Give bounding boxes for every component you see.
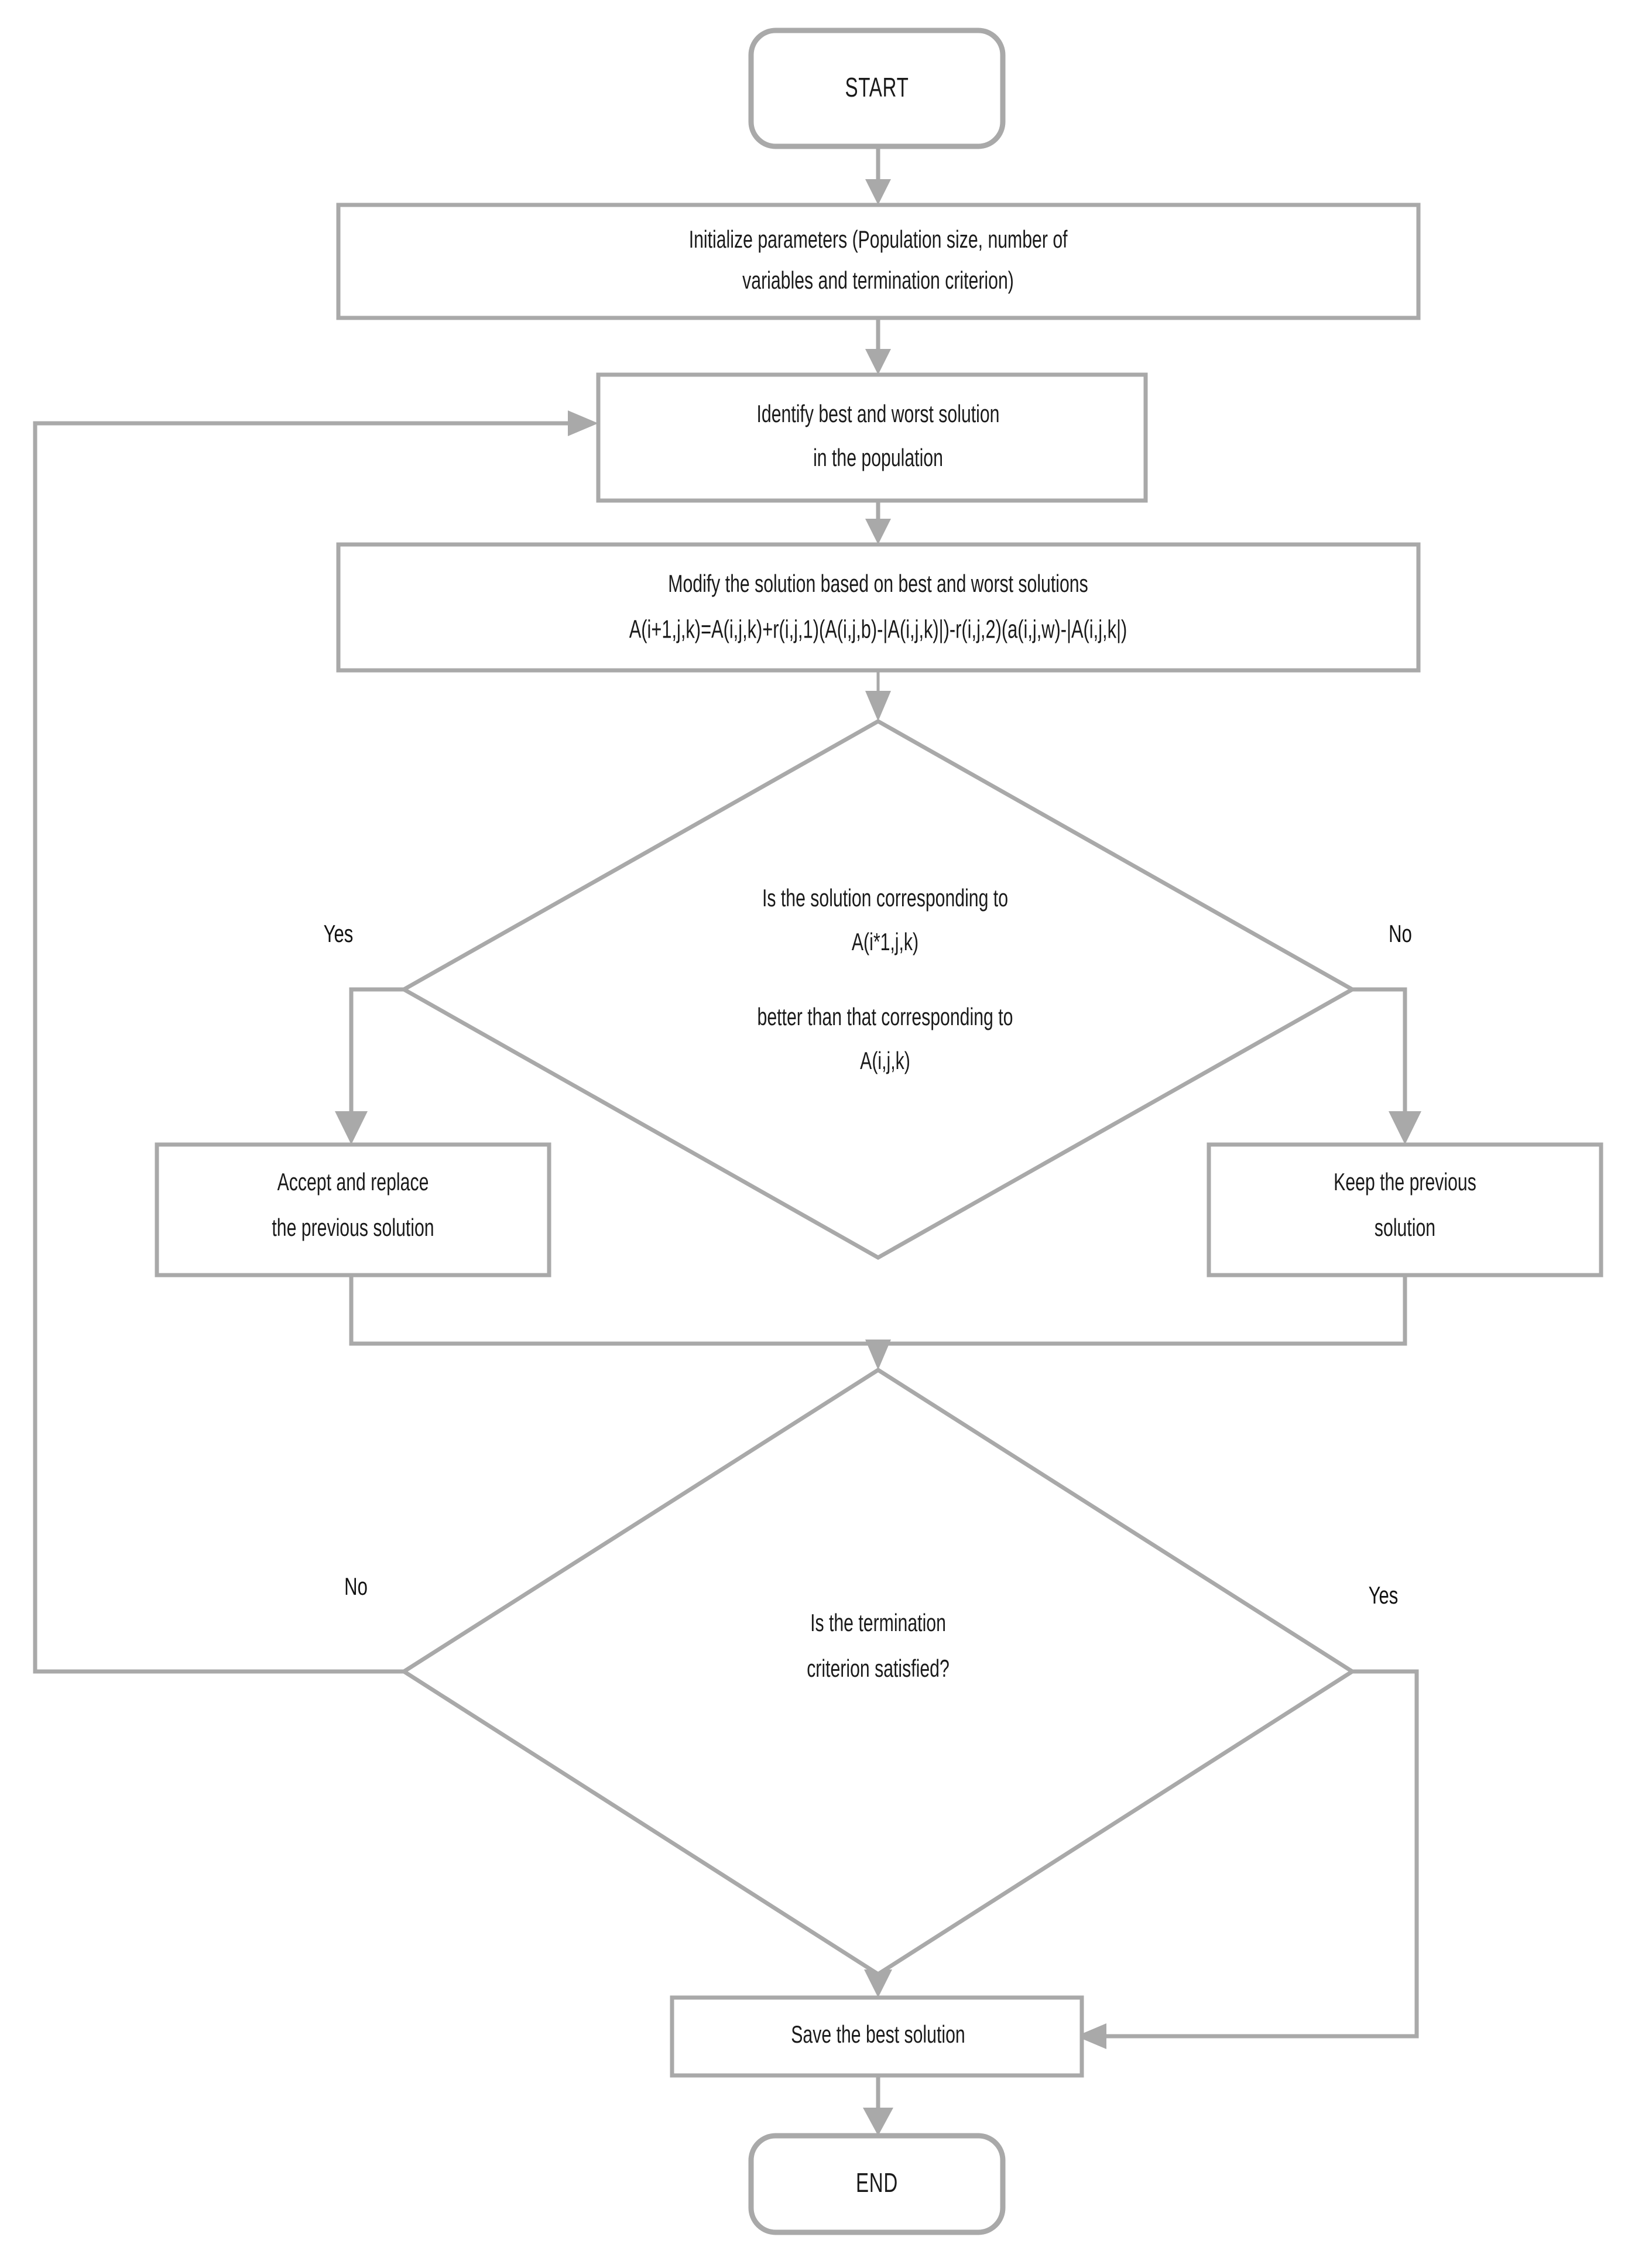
node-decision-terminate-line1: Is the termination bbox=[810, 1609, 946, 1636]
edge-decision-better-yes bbox=[335, 987, 404, 1145]
edge-label-terminate-no: No bbox=[344, 1573, 368, 1601]
node-end[interactable]: END bbox=[748, 2133, 1006, 2235]
node-decision-better-line4: A(i,j,k) bbox=[860, 1047, 910, 1074]
node-modify-line1: Modify the solution based on best and wo… bbox=[668, 570, 1088, 597]
node-decision-terminate-line2: criterion satisfied? bbox=[807, 1654, 950, 1682]
node-identify[interactable]: Identify best and worst solution in the … bbox=[596, 372, 1148, 503]
node-keep-line1: Keep the previous bbox=[1334, 1168, 1476, 1195]
edge-label-better-no: No bbox=[1389, 920, 1412, 948]
node-initialize-line1: Initialize parameters (Population size, … bbox=[689, 225, 1068, 253]
node-accept[interactable]: Accept and replace the previous solution bbox=[155, 1142, 551, 1277]
node-keep[interactable]: Keep the previous solution bbox=[1207, 1142, 1603, 1277]
edge-label-terminate-yes: Yes bbox=[1369, 1582, 1399, 1609]
edge-merge-to-decision-terminate bbox=[865, 1340, 891, 1370]
node-initialize[interactable]: Initialize parameters (Population size, … bbox=[336, 203, 1421, 320]
edge-initialize-to-identify bbox=[865, 318, 891, 375]
node-start[interactable]: START bbox=[748, 28, 1006, 149]
node-decision-terminate[interactable]: Is the termination criterion satisfied? bbox=[400, 1367, 1356, 1977]
node-decision-better-line3: better than that corresponding to bbox=[758, 1003, 1013, 1030]
node-keep-line2: solution bbox=[1375, 1214, 1435, 1241]
edge-keep-to-merge bbox=[878, 1275, 1407, 1346]
node-identify-line1: Identify best and worst solution bbox=[757, 400, 1000, 427]
edge-decision-better-no bbox=[1352, 987, 1421, 1145]
edge-modify-to-decision-better bbox=[865, 670, 891, 721]
node-modify-formula: A(i+1,j,k)=A(i,j,k)+r(i,j,1)(A(i,j,b)-|A… bbox=[629, 615, 1127, 644]
edge-decision-terminate-no-loop bbox=[33, 410, 598, 1674]
node-initialize-line2: variables and termination criterion) bbox=[742, 266, 1014, 294]
node-accept-line1: Accept and replace bbox=[277, 1168, 429, 1195]
edge-decision-terminate-yes bbox=[1076, 1669, 1419, 2049]
node-decision-better-line2: A(i*1,j,k) bbox=[852, 928, 918, 955]
node-decision-better[interactable]: Is the solution corresponding to A(i*1,j… bbox=[399, 718, 1357, 1260]
node-end-label: END bbox=[856, 2169, 898, 2198]
edge-accept-to-merge bbox=[349, 1275, 878, 1346]
node-save[interactable]: Save the best solution bbox=[670, 1995, 1084, 2078]
node-save-label: Save the best solution bbox=[791, 2020, 965, 2048]
edge-label-better-yes: Yes bbox=[324, 920, 354, 948]
edge-identify-to-modify bbox=[865, 501, 891, 544]
node-identify-line2: in the population bbox=[813, 444, 943, 471]
node-modify[interactable]: Modify the solution based on best and wo… bbox=[336, 542, 1421, 673]
node-start-label: START bbox=[845, 73, 909, 102]
node-decision-better-line1: Is the solution corresponding to bbox=[762, 884, 1008, 912]
edge-save-to-end bbox=[863, 2075, 893, 2136]
edge-start-to-initialize bbox=[865, 146, 891, 205]
node-accept-line2: the previous solution bbox=[272, 1214, 434, 1241]
